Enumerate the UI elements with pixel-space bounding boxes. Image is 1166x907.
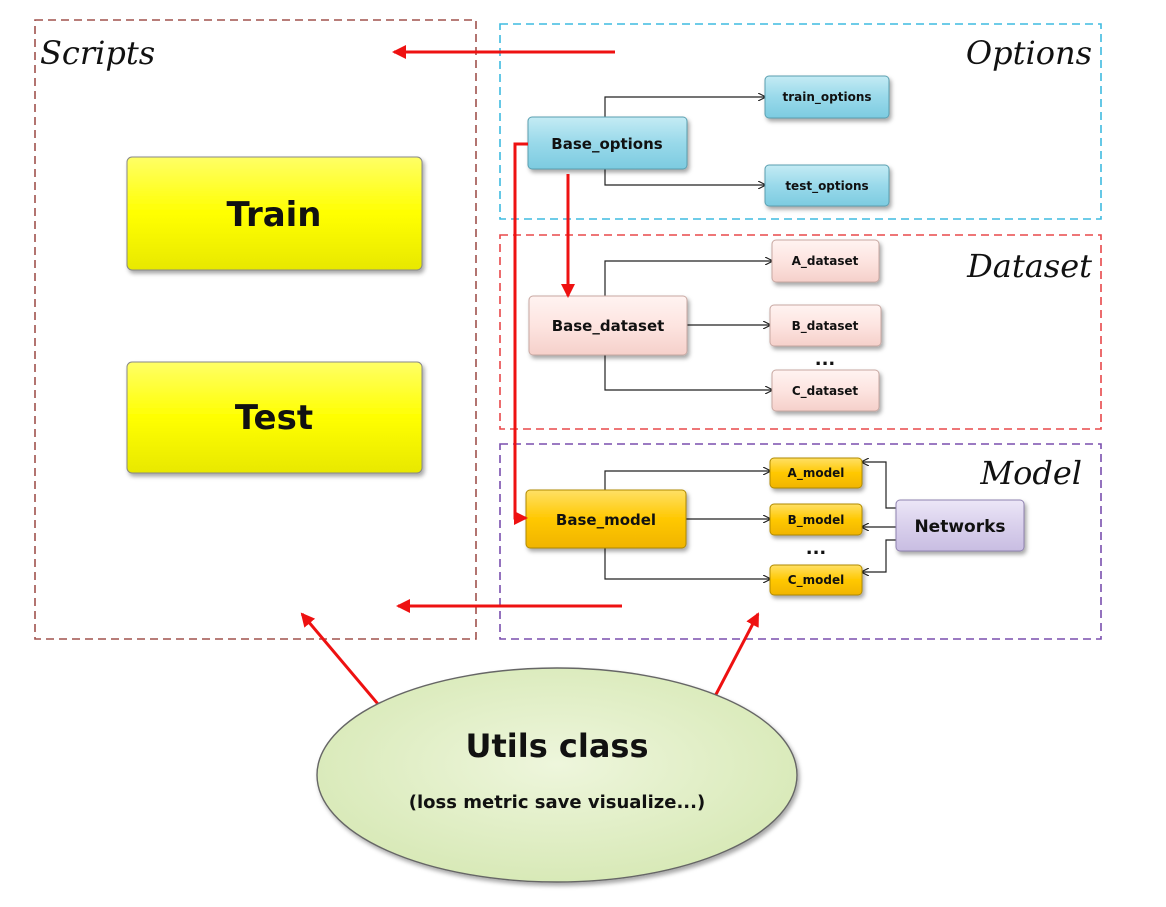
- networks-box: Networks: [895, 499, 1025, 552]
- train-label: Train: [226, 195, 321, 235]
- b-dataset-label: B_dataset: [792, 319, 859, 334]
- model-connectors: [604, 462, 896, 579]
- dataset-title: Dataset: [966, 247, 1092, 285]
- model-ellipsis: ...: [806, 538, 827, 559]
- c-model-box: C_model: [769, 564, 863, 596]
- a-model-label: A_model: [788, 466, 845, 481]
- b-dataset-box: B_dataset: [769, 304, 882, 347]
- scripts-region: [34, 19, 477, 640]
- train-options-label: train_options: [782, 90, 871, 105]
- a-model-box: A_model: [769, 457, 863, 489]
- networks-label: Networks: [914, 517, 1005, 537]
- base-model-label: Base_model: [556, 511, 656, 529]
- dataset-region: [499, 234, 1102, 430]
- dataset-connectors: [604, 261, 772, 390]
- test-options-label: test_options: [785, 179, 868, 194]
- utils-subtitle: (loss metric save visualize...): [409, 792, 705, 813]
- utils-class-ellipse: Utils class (loss metric save visualize.…: [316, 667, 798, 883]
- test-box: Test: [126, 361, 423, 474]
- train-box: Train: [126, 156, 423, 271]
- options-to-model-arrow: [513, 142, 528, 525]
- c-dataset-label: C_dataset: [792, 384, 859, 399]
- base-dataset-box: Base_dataset: [528, 295, 688, 356]
- dataset-ellipsis: ...: [815, 349, 836, 370]
- b-model-label: B_model: [788, 513, 845, 528]
- options-connectors: [604, 97, 765, 185]
- test-options-box: test_options: [764, 164, 890, 207]
- base-options-label: Base_options: [551, 135, 662, 153]
- options-region: [499, 23, 1102, 220]
- c-dataset-box: C_dataset: [771, 369, 880, 412]
- scripts-title: Scripts: [40, 34, 155, 72]
- a-dataset-label: A_dataset: [792, 254, 859, 269]
- options-title: Options: [966, 34, 1092, 72]
- base-model-box: Base_model: [525, 489, 687, 549]
- b-model-box: B_model: [769, 503, 863, 536]
- base-options-box: Base_options: [527, 116, 688, 170]
- test-label: Test: [235, 398, 313, 438]
- utils-title: Utils class: [465, 727, 648, 765]
- model-region: [499, 443, 1102, 640]
- a-dataset-box: A_dataset: [771, 239, 880, 283]
- model-title: Model: [979, 454, 1082, 492]
- c-model-label: C_model: [788, 573, 844, 588]
- train-options-box: train_options: [764, 75, 890, 119]
- base-dataset-label: Base_dataset: [552, 317, 665, 335]
